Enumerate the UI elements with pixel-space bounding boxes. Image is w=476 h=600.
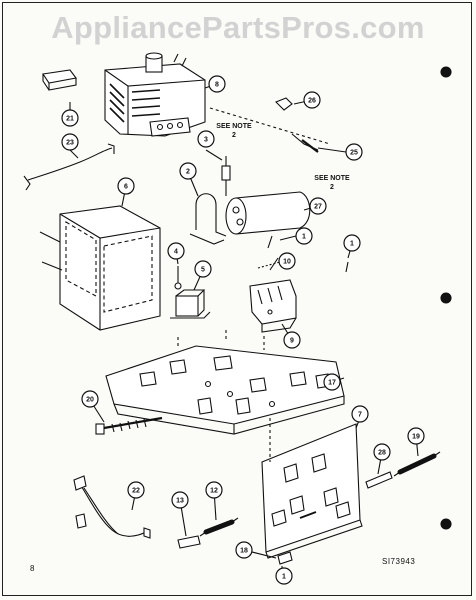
part-23-terminal-right [107,143,115,154]
callout-4 [167,242,185,260]
binder-hole-middle [440,292,452,304]
callout-label: 7 [358,412,362,419]
callout-9 [283,331,301,349]
part-9-interlock-switch [249,279,297,333]
part-8-magnetron [104,52,206,137]
callout-label: 9 [290,338,294,345]
part-22-wire-harness [73,475,151,539]
callout-12 [205,481,223,499]
page-border [2,2,472,596]
callout-label: 17 [328,380,336,387]
part-12-lead [199,517,239,537]
callout-1-bottom [275,567,293,585]
callout-10 [278,252,296,270]
part-26-clip [275,97,293,111]
callout-label: 27 [314,204,322,211]
part-1-screw-right [345,261,349,273]
callout-label: 2 [186,169,190,176]
part-1-screw-upper [267,235,273,249]
part-3-fuse [221,165,231,181]
callout-1-upper [295,227,313,245]
callout-label: 6 [124,184,128,191]
callout-label: 8 [215,82,219,89]
callout-28 [373,443,391,461]
note-line: SEE NOTE [314,175,350,182]
callout-label: 5 [201,267,205,274]
callout-label: 20 [86,397,94,404]
part-23-wire [27,147,113,181]
callout-18 [235,541,253,559]
callout-19 [407,427,425,445]
part-21-connector [42,69,77,91]
part-7-control-board [261,423,363,559]
part-5-thermal-protector [170,289,211,319]
part-23-terminal-left [23,175,31,191]
leader-26 [209,107,331,145]
part-20-bolt [95,416,163,435]
callout-label: 18 [240,548,248,555]
callout-8 [208,75,226,93]
callout-17 [323,373,341,391]
callout-25 [345,143,363,161]
callout-label: 1 [282,574,286,581]
callout-label: 1 [350,241,354,248]
callout-label: 12 [210,488,218,495]
callout-27 [309,197,327,215]
callout-1-right [343,234,361,252]
note-label-capacitor: SEE NOTE 2 [314,174,350,192]
callout-label: 22 [132,488,140,495]
callout-label: 4 [174,249,178,256]
callout-label: 25 [350,150,358,157]
callout-7 [351,405,369,423]
page-number: 8 [30,564,35,573]
binder-hole-bottom [440,518,452,530]
callout-20 [81,390,99,408]
part-2-bracket [195,193,227,237]
callout-2 [179,162,197,180]
callout-26 [303,91,321,109]
callout-label: 26 [308,98,316,105]
callout-13 [171,491,189,509]
callout-label: 21 [66,116,74,123]
callout-5 [194,260,212,278]
callout-21 [61,109,79,127]
part-27-capacitor [225,191,311,235]
note-line: SEE NOTE [216,123,252,130]
callout-label: 28 [378,450,386,457]
note-line: 2 [330,184,334,191]
callout-label: 1 [302,234,306,241]
callout-22 [127,481,145,499]
binder-hole-top [440,66,452,78]
part-28-sleeve [365,471,393,489]
diagram-id: SI73943 [382,557,416,566]
callout-3 [197,130,215,148]
note-line: 2 [232,132,236,139]
part-6-transformer [39,205,161,331]
callout-6 [117,177,135,195]
part-13-sleeve [177,535,201,549]
callout-23 [61,133,79,151]
watermark: AppliancePartsPros.com [51,10,425,45]
callout-label: 3 [204,137,208,144]
part-18-terminal [277,551,293,565]
callout-label: 13 [176,498,184,505]
part-19-lead [393,451,441,477]
callout-label: 23 [66,140,74,147]
callout-label: 10 [283,259,291,266]
part-17-base-plate [105,345,345,435]
callout-label: 19 [412,434,420,441]
note-label-fuse: SEE NOTE 2 [216,122,252,140]
